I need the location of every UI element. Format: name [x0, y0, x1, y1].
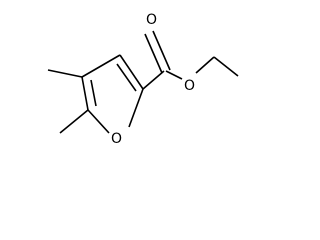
ring-bond-c5-c4-inner	[90, 79, 97, 107]
ring-bond-c2-o1	[128, 88, 144, 128]
ester-bond-carbonyl-oxygen	[165, 70, 183, 80]
ring-bond-o1-c5	[87, 109, 110, 134]
ring-bond-c3-c2	[119, 54, 144, 90]
carbonyl-oxygen-label: O	[146, 12, 157, 28]
ring-bond-c5-c4	[81, 76, 89, 111]
ester-oxygen-label: O	[184, 78, 195, 94]
methyl-bond-c5	[59, 109, 89, 134]
molecule-drawing: O O O	[47, 12, 239, 147]
carbonyl-double-bond-b	[152, 30, 171, 71]
ethyl-bond	[213, 56, 239, 77]
ester-bond-c2-carbonyl	[142, 70, 165, 90]
methyl-bond-c4	[47, 69, 83, 78]
ring-bond-c4-c3	[81, 54, 121, 78]
ester-bond-oxygen-ethyl	[195, 56, 215, 74]
ring-oxygen-label: O	[111, 131, 122, 147]
carbonyl-double-bond-a	[144, 33, 163, 74]
structure-canvas: O O O	[47, 12, 239, 147]
ring-bond-c3-c2-inner	[116, 63, 137, 92]
